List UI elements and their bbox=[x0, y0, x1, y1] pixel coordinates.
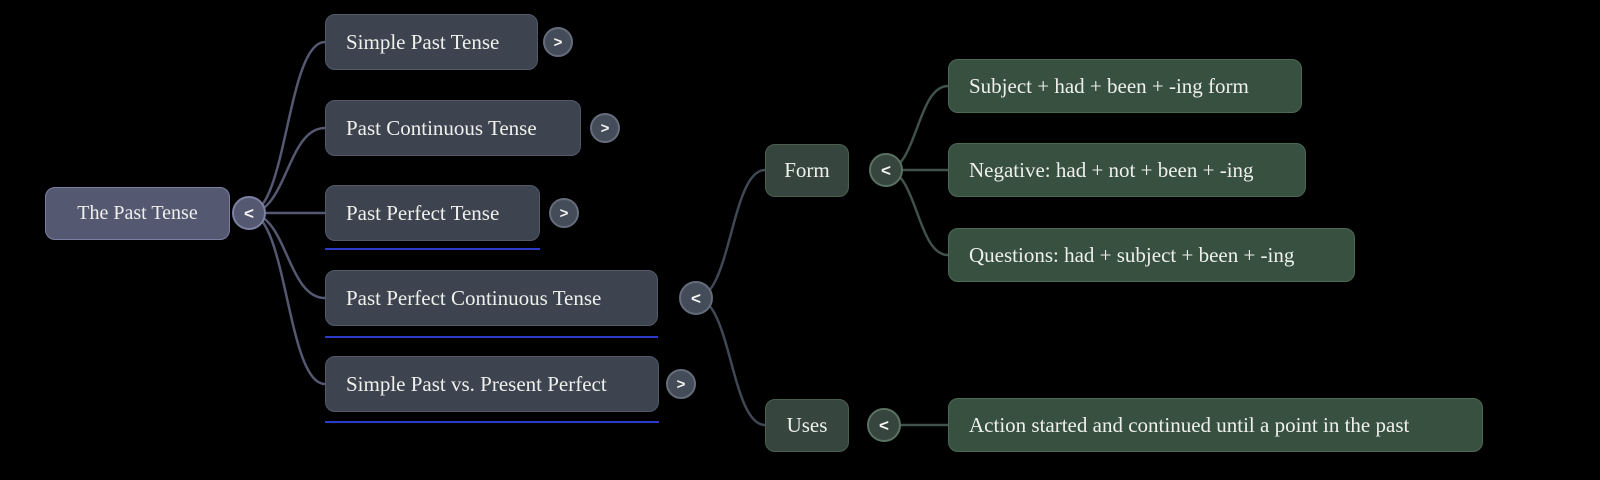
branch-node-past-perfect-continuous-tense[interactable]: Past Perfect Continuous Tense bbox=[325, 270, 658, 326]
root-node-the-past-tense[interactable]: The Past Tense bbox=[45, 187, 230, 240]
detail-label: Negative: had + not + been + -ing bbox=[969, 157, 1254, 182]
branch-label: Past Continuous Tense bbox=[346, 115, 537, 140]
branch-3-collapse-toggle[interactable]: < bbox=[679, 281, 713, 315]
detail-label: Questions: had + subject + been + -ing bbox=[969, 242, 1295, 267]
detail-label: Subject + had + been + -ing form bbox=[969, 73, 1249, 98]
detail-node-form-negative[interactable]: Negative: had + not + been + -ing bbox=[948, 143, 1306, 197]
branch-underline bbox=[325, 336, 658, 338]
branch-node-past-continuous-tense[interactable]: Past Continuous Tense bbox=[325, 100, 581, 156]
edge-root-branch-4 bbox=[248, 211, 326, 386]
root-collapse-toggle[interactable]: < bbox=[232, 196, 266, 230]
uses-collapse-toggle[interactable]: < bbox=[867, 408, 901, 442]
branch-0-expand-toggle[interactable]: > bbox=[543, 27, 573, 57]
branch-4-expand-toggle[interactable]: > bbox=[666, 369, 696, 399]
root-label: The Past Tense bbox=[77, 202, 198, 224]
detail-node-form-questions[interactable]: Questions: had + subject + been + -ing bbox=[948, 228, 1355, 282]
branch-underline bbox=[325, 248, 540, 250]
branch-underline bbox=[325, 421, 659, 423]
detail-label: Action started and continued until a poi… bbox=[969, 412, 1410, 437]
branch-2-expand-toggle[interactable]: > bbox=[549, 198, 579, 228]
detail-node-form-structure[interactable]: Subject + had + been + -ing form bbox=[948, 59, 1302, 113]
branch-1-expand-toggle[interactable]: > bbox=[590, 113, 620, 143]
edge-root-branch-0 bbox=[248, 40, 326, 215]
topic-node-form[interactable]: Form bbox=[765, 144, 849, 197]
branch-label: Past Perfect Tense bbox=[346, 200, 500, 225]
branch-label: Simple Past vs. Present Perfect bbox=[346, 371, 607, 396]
branch-node-simple-past-tense[interactable]: Simple Past Tense bbox=[325, 14, 538, 70]
edge-branch3-uses bbox=[695, 296, 766, 427]
topic-node-uses[interactable]: Uses bbox=[765, 399, 849, 452]
branch-label: Past Perfect Continuous Tense bbox=[346, 285, 602, 310]
branch-node-past-perfect-tense[interactable]: Past Perfect Tense bbox=[325, 185, 540, 241]
topic-label: Form bbox=[784, 158, 830, 182]
detail-node-uses-description[interactable]: Action started and continued until a poi… bbox=[948, 398, 1483, 452]
branch-label: Simple Past Tense bbox=[346, 29, 500, 54]
edge-root-branch-3 bbox=[248, 211, 326, 300]
form-collapse-toggle[interactable]: < bbox=[869, 153, 903, 187]
topic-label: Uses bbox=[786, 413, 828, 437]
branch-node-simple-past-vs-present-perfect[interactable]: Simple Past vs. Present Perfect bbox=[325, 356, 659, 412]
edge-branch3-form bbox=[695, 168, 766, 300]
